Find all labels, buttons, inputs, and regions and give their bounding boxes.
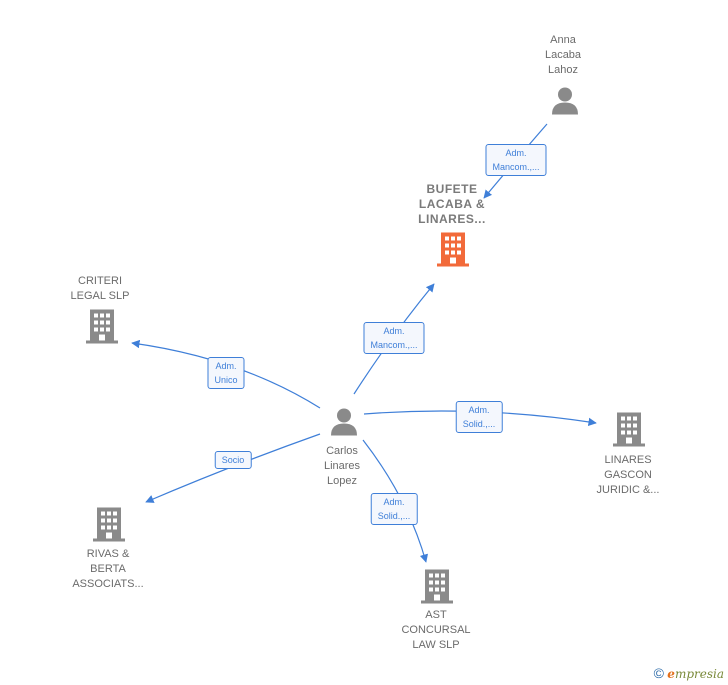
node-label-linares-gascon[interactable]: LINARES GASCON JURIDIC &... [596, 454, 660, 496]
edge-label-carlos-criteri[interactable]: Adm. Unico [207, 357, 245, 389]
node-label-bufete[interactable]: BUFETE LACABA & LINARES... [418, 182, 486, 226]
node-label-criteri[interactable]: CRITERI LEGAL SLP [70, 275, 130, 302]
edge-label-carlos-linares[interactable]: Adm. Solid.,... [455, 401, 503, 433]
node-label-rivas[interactable]: RIVAS & BERTA ASSOCIATS... [72, 548, 144, 590]
copyright-icon: © [653, 665, 664, 681]
node-label-anna[interactable]: Anna Lacaba Lahoz [544, 34, 582, 76]
edge-label-carlos-rivas[interactable]: Socio [214, 451, 252, 469]
edge-label-carlos-ast[interactable]: Adm. Solid.,... [370, 493, 418, 525]
building-icon[interactable] [86, 308, 118, 349]
brand-initial: e [667, 667, 675, 681]
building-icon[interactable] [421, 568, 453, 609]
person-icon[interactable] [329, 407, 359, 442]
brand-name: mpresia [674, 667, 724, 681]
edge-label-anna-bufete[interactable]: Adm. Mancom.,... [485, 144, 547, 176]
node-label-ast[interactable]: AST CONCURSAL LAW SLP [401, 609, 471, 651]
building-icon-focus[interactable] [437, 231, 469, 272]
building-icon[interactable] [93, 506, 125, 547]
footer-brand: © empresia [654, 665, 724, 681]
person-icon[interactable] [550, 86, 580, 121]
edge-label-carlos-bufete[interactable]: Adm. Mancom.,... [363, 322, 425, 354]
building-icon[interactable] [613, 411, 645, 452]
node-label-carlos[interactable]: Carlos Linares Lopez [323, 445, 361, 487]
